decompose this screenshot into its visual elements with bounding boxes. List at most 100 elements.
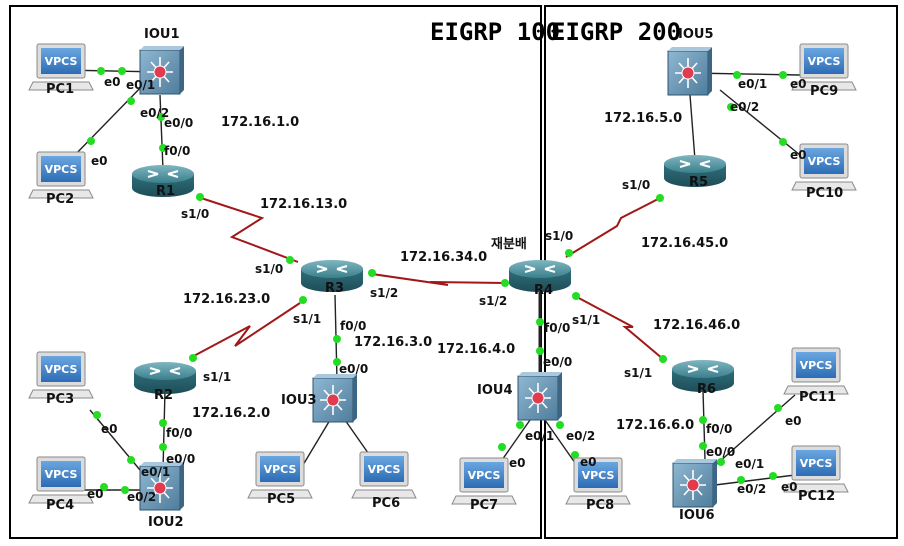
pc-pc9[interactable]: VPCS (791, 43, 857, 91)
vpcs-badge: VPCS (264, 463, 297, 476)
if-pc2-e0: e0 (91, 154, 108, 168)
if-iou4-e0-1: e0/1 (525, 429, 554, 443)
net-172-16-6-0: 172.16.6.0 (616, 418, 694, 433)
switch-iou6[interactable] (672, 458, 718, 508)
pc-pc4[interactable]: VPCS (28, 456, 94, 504)
net-172-16-2-0: 172.16.2.0 (192, 406, 270, 421)
net-172-16-3-0: 172.16.3.0 (354, 335, 432, 350)
link-status-dots (87, 67, 787, 494)
vpcs-badge: VPCS (468, 469, 501, 482)
pc7-label: PC7 (470, 498, 498, 513)
if-r2-s1-1: s1/1 (203, 370, 231, 384)
net-172-16-34-0: 172.16.34.0 (400, 250, 487, 265)
net-172-16-45-0: 172.16.45.0 (641, 236, 728, 251)
if-iou6-e0-0: e0/0 (706, 445, 735, 459)
iou4-label: IOU4 (477, 383, 513, 398)
net-172-16-13-0: 172.16.13.0 (260, 197, 347, 212)
if-iou2-e0-2: e0/2 (127, 490, 156, 504)
if-r2-f0-0: f0/0 (166, 426, 192, 440)
if-iou6-e0-1: e0/1 (735, 457, 764, 471)
if-iou2-e0-0: e0/0 (166, 452, 195, 466)
pc-pc7[interactable]: VPCS (451, 457, 517, 505)
pc5-label: PC5 (267, 492, 295, 507)
if-iou5-e0-1: e0/1 (738, 77, 767, 91)
pc3-label: PC3 (46, 392, 74, 407)
interface-labels: e0 e0/1 e0 e0/2 e0/0 f0/0 s1/0 s1/0 s1/2… (87, 75, 807, 504)
pc-pc5[interactable]: VPCS (247, 451, 313, 499)
if-r6-f0-0: f0/0 (706, 422, 732, 436)
if-r3-s1-1: s1/1 (293, 312, 321, 326)
if-iou1-e0-1: e0/1 (126, 78, 155, 92)
if-pc1-e0: e0 (104, 75, 121, 89)
if-iou4-e0-0: e0/0 (543, 355, 572, 369)
vpcs-badge: VPCS (808, 155, 841, 168)
pc-pc3[interactable]: VPCS (28, 351, 94, 399)
if-r3-s1-2: s1/2 (370, 286, 398, 300)
eigrp-200-label: EIGRP 200 (551, 18, 681, 46)
if-iou6-e0-2: e0/2 (737, 482, 766, 496)
iou2-label: IOU2 (148, 515, 184, 530)
if-pc9-e0: e0 (790, 77, 807, 91)
switch-iou5[interactable] (667, 46, 713, 96)
if-r5-s1-0: s1/0 (622, 178, 650, 192)
pc-pc1[interactable]: VPCS (28, 43, 94, 91)
if-r3-s1-0: s1/0 (255, 262, 283, 276)
device-labels: IOU1 PC1 PC2 R1 R3 R2 PC3 PC4 IOU2 IOU3 … (46, 27, 843, 530)
if-r3-f0-0: f0/0 (340, 319, 366, 333)
if-pc11-e0: e0 (785, 414, 802, 428)
r6-label: R6 (697, 382, 716, 397)
pc-pc11[interactable]: VPCS (783, 347, 849, 395)
vpcs-badge: VPCS (800, 359, 833, 372)
net-172-16-5-0: 172.16.5.0 (604, 111, 682, 126)
pc10-label: PC10 (806, 186, 843, 201)
pc-pc10[interactable]: VPCS (791, 143, 857, 191)
pc9-label: PC9 (810, 84, 838, 99)
eigrp-100-label: EIGRP 100 (430, 18, 560, 46)
switch-iou3[interactable] (312, 373, 358, 423)
pc2-label: PC2 (46, 192, 74, 207)
iou3-label: IOU3 (281, 393, 317, 408)
vpcs-badge: VPCS (582, 469, 615, 482)
serial-links (189, 196, 664, 360)
pc-pc8[interactable]: VPCS (565, 457, 631, 505)
pc-pc12[interactable]: VPCS (783, 445, 849, 493)
if-pc10-e0: e0 (790, 148, 807, 162)
pc6-label: PC6 (372, 496, 400, 511)
pc11-label: PC11 (799, 390, 836, 405)
switch-iou4[interactable] (517, 371, 563, 421)
iou6-label: IOU6 (679, 508, 715, 523)
vpcs-badge: VPCS (800, 457, 833, 470)
if-r6-s1-1: s1/1 (624, 366, 652, 380)
iou1-label: IOU1 (144, 27, 180, 42)
if-iou5-e0-2: e0/2 (730, 100, 759, 114)
pc-pc6[interactable]: VPCS (351, 451, 417, 499)
r5-label: R5 (689, 175, 708, 190)
if-pc12-e0: e0 (781, 480, 798, 494)
if-r1-s1-0: s1/0 (181, 207, 209, 221)
if-r4-f0-0: f0/0 (544, 321, 570, 335)
pc-pc2[interactable]: VPCS (28, 151, 94, 199)
net-172-16-23-0: 172.16.23.0 (183, 292, 270, 307)
pc12-label: PC12 (798, 489, 835, 504)
if-pc7-e0: e0 (509, 456, 526, 470)
if-pc3-e0: e0 (101, 422, 118, 436)
r4-redistribution-note: 재분배 (491, 236, 527, 252)
if-iou4-e0-2: e0/2 (566, 429, 595, 443)
pc4-label: PC4 (46, 498, 74, 513)
r3-label: R3 (325, 281, 344, 296)
if-pc8-e0: e0 (580, 455, 597, 469)
vpcs-badge: VPCS (45, 163, 78, 176)
if-r4-s1-0: s1/0 (545, 229, 573, 243)
vpcs-badge: VPCS (368, 463, 401, 476)
r4-label: R4 (534, 283, 553, 298)
net-172-16-1-0: 172.16.1.0 (221, 115, 299, 130)
pc8-label: PC8 (586, 498, 614, 513)
if-iou1-e0-0: e0/0 (164, 116, 193, 130)
net-172-16-4-0: 172.16.4.0 (437, 342, 515, 357)
vpcs-badge: VPCS (45, 363, 78, 376)
if-r4-s1-1: s1/1 (572, 313, 600, 327)
r1-label: R1 (156, 184, 175, 199)
if-iou2-e0-1: e0/1 (141, 465, 170, 479)
net-172-16-46-0: 172.16.46.0 (653, 318, 740, 333)
